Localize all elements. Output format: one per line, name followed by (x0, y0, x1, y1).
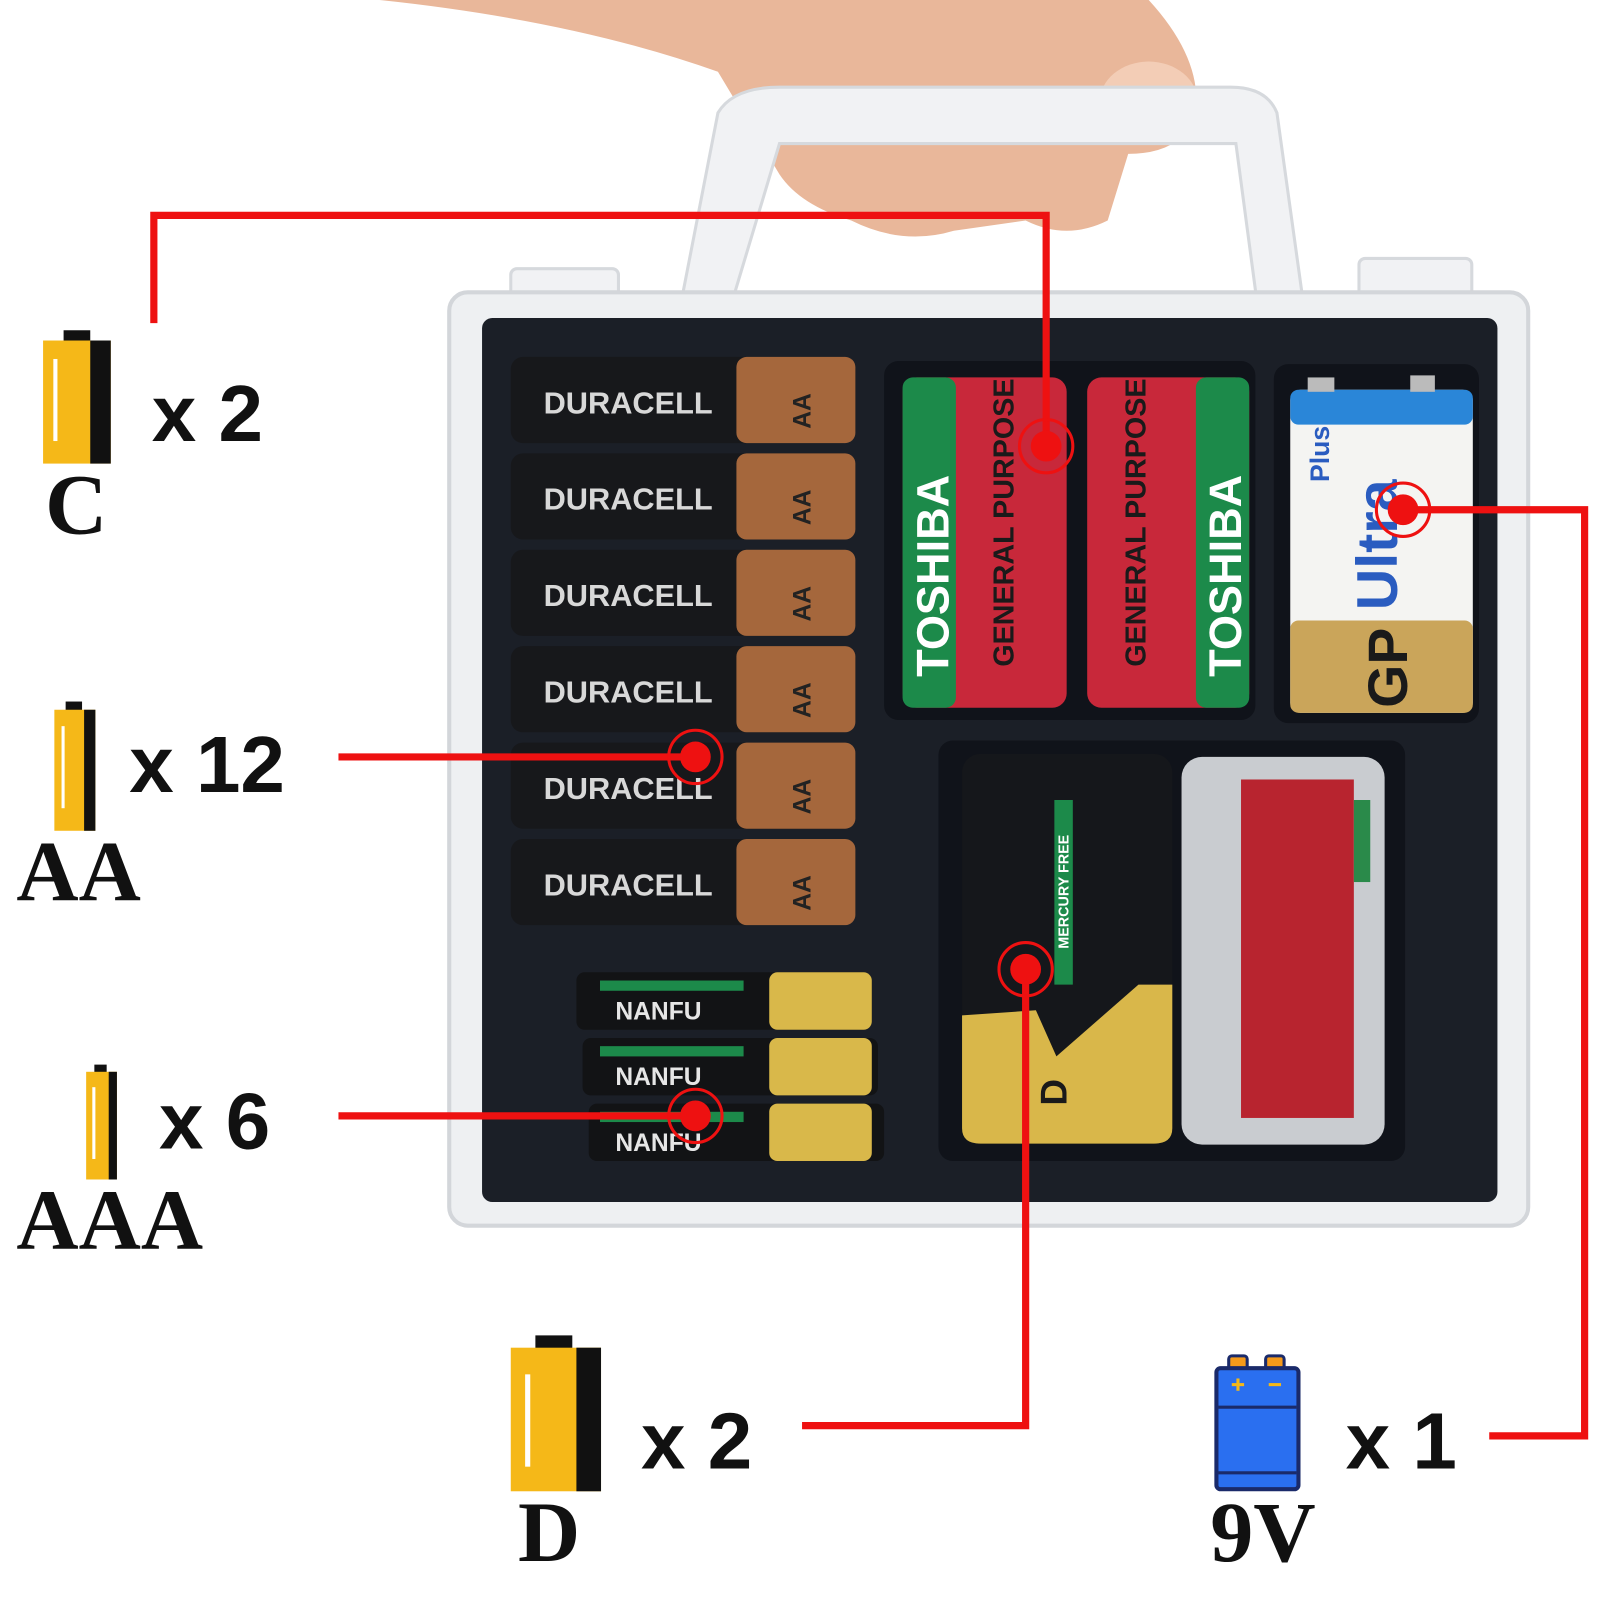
c-battery: TOSHIBA GENERAL PURPOSE (1087, 377, 1251, 708)
aa-brand-text: DURACELL (544, 385, 713, 420)
9v-brand-text: GP (1357, 628, 1419, 708)
aa-battery: DURACELL AA (510, 838, 856, 926)
aa-brand-text: DURACELL (544, 867, 713, 902)
aaa-count: x 6 (159, 1077, 270, 1166)
d-size-text: D (1034, 1079, 1075, 1106)
aa-size-text: AA (789, 586, 816, 622)
aa-battery: DURACELL AA (510, 549, 856, 636)
d-size-label: D (518, 1484, 580, 1580)
aa-battery-group: DURACELL AA DURACELL AA DURACELL AA DURACELL AA… (510, 356, 856, 926)
callout-marker (667, 728, 724, 786)
callout-marker (667, 1087, 724, 1145)
aaa-battery: NANFU (576, 972, 872, 1030)
c-brand-text: TOSHIBA (1200, 475, 1251, 677)
aa-brand-text: DURACELL (544, 771, 713, 806)
9v-size-label: 9V (1210, 1484, 1315, 1580)
plus-icon (1231, 1378, 1245, 1391)
callout-marker (1017, 417, 1075, 475)
callout-marker (997, 941, 1054, 998)
c-line-text: GENERAL PURPOSE (988, 379, 1020, 667)
aa-size-text: AA (789, 875, 816, 911)
d-callout-line (802, 969, 1030, 1430)
aa-count: x 12 (129, 720, 285, 809)
c-line-text: GENERAL PURPOSE (1121, 379, 1153, 667)
d-battery (1181, 756, 1385, 1145)
aaa-battery-icon (86, 1064, 117, 1180)
9v-plus-text: Plus (1305, 426, 1335, 482)
aa-brand-text: DURACELL (544, 675, 713, 710)
aaa-brand-text: NANFU (615, 1064, 701, 1091)
c-count: x 2 (152, 369, 263, 458)
aaa-brand-text: NANFU (615, 1130, 701, 1157)
d-battery-icon (510, 1335, 602, 1492)
aa-size-text: AA (789, 393, 816, 429)
c-battery-icon (43, 330, 111, 464)
aa-size-label: AA (16, 824, 140, 920)
aa-brand-text: DURACELL (544, 578, 713, 613)
aa-battery: DURACELL AA (510, 453, 856, 540)
c-brand-text: TOSHIBA (908, 475, 959, 677)
aa-battery: DURACELL AA (510, 742, 856, 829)
9v-callout-line (1403, 506, 1589, 1440)
aaa-battery: NANFU (588, 1103, 885, 1162)
aa-size-text: AA (789, 779, 816, 815)
aa-size-text: AA (789, 489, 816, 525)
9v-count: x 1 (1346, 1397, 1457, 1486)
callout-markers (667, 417, 1432, 1145)
callout-lines (150, 211, 1589, 1440)
aa-battery: DURACELL AA (510, 356, 856, 444)
9v-battery-icon (1214, 1354, 1301, 1492)
d-count: x 2 (641, 1397, 752, 1486)
aa-size-text: AA (789, 682, 816, 718)
aa-battery: DURACELL AA (510, 646, 856, 733)
c-callout-line (150, 211, 1050, 447)
aaa-battery-group: NANFU NANFU NANFU (576, 972, 885, 1162)
aaa-battery: NANFU (582, 1037, 878, 1096)
callout-marker (1374, 481, 1432, 538)
c-battery: TOSHIBA GENERAL PURPOSE (902, 377, 1067, 708)
d-battery: MERCURY FREE D (962, 753, 1173, 1144)
c-size-label: C (45, 456, 107, 552)
aa-battery-icon (54, 701, 96, 831)
aaa-size-label: AAA (16, 1172, 203, 1268)
aaa-brand-text: NANFU (615, 998, 701, 1025)
9v-battery: GP Ultra Plus (1290, 375, 1473, 713)
d-label-text: MERCURY FREE (1057, 835, 1073, 949)
aa-brand-text: DURACELL (544, 482, 713, 517)
